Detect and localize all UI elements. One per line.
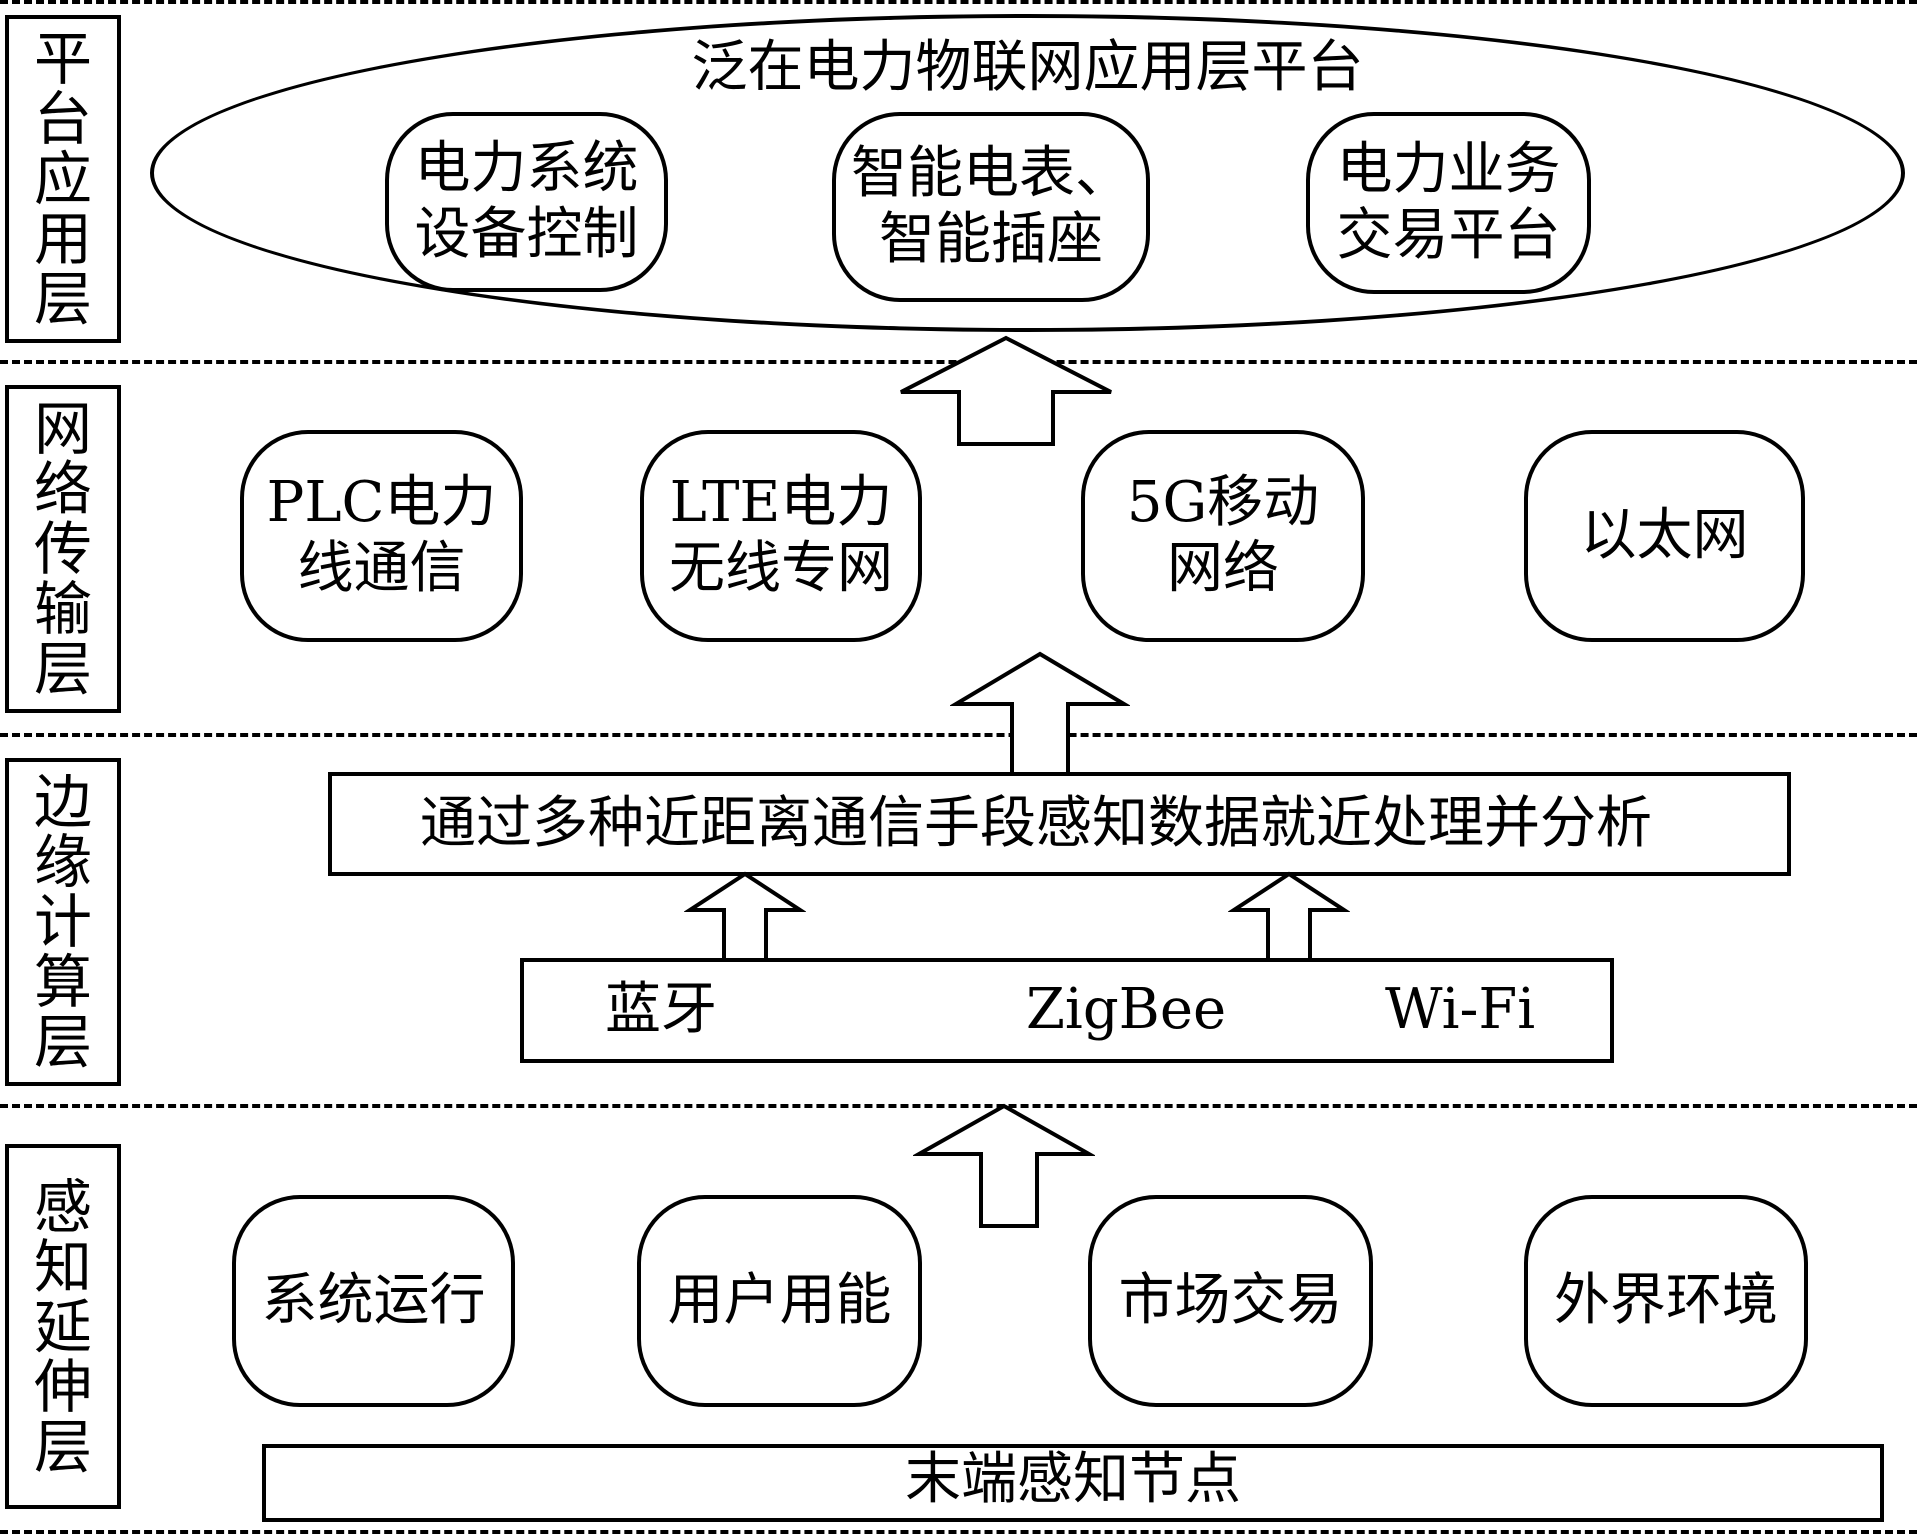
- perception-box-user-energy: 用户用能: [637, 1195, 922, 1407]
- protocols-box: [520, 958, 1614, 1063]
- protocol-wifi: Wi-Fi: [1385, 977, 1536, 1042]
- layer-label-edge-text: 边缘计算层: [33, 768, 92, 1076]
- network-box-ethernet-line1: 以太网: [1580, 503, 1749, 568]
- layer-label-perception-text: 感知延伸层: [33, 1172, 92, 1481]
- up-arrow-edge-to-network: [950, 651, 1130, 778]
- edge-process-text: 通过多种近距离通信手段感知数据就近处理并分析: [420, 791, 1652, 856]
- layer-label-network: 网络传输层: [5, 385, 121, 713]
- network-box-plc-line2: 线通信: [297, 536, 466, 601]
- platform-box-trading-line2: 交易平台: [1336, 203, 1561, 268]
- layer-divider-2: [0, 733, 1917, 737]
- network-box-5g: 5G移动 网络: [1081, 430, 1365, 642]
- platform-box-device-control-line2: 设备控制: [414, 202, 639, 267]
- perception-box-system-operation-text: 系统运行: [261, 1268, 486, 1333]
- perception-box-user-energy-text: 用户用能: [667, 1268, 892, 1333]
- network-box-lte: LTE电力 无线专网: [640, 430, 922, 642]
- up-arrow-protocols-left: [684, 871, 806, 962]
- layer-divider-3: [0, 1104, 1917, 1108]
- network-box-plc: PLC电力 线通信: [240, 430, 523, 642]
- terminal-node-text: 末端感知节点: [905, 1447, 1241, 1512]
- platform-title: 泛在电力物联网应用层平台: [691, 35, 1364, 100]
- network-box-5g-line1: 5G移动: [1126, 470, 1320, 535]
- platform-box-trading-line1: 电力业务: [1336, 137, 1561, 202]
- protocol-bluetooth: 蓝牙: [605, 977, 717, 1042]
- up-arrow-network-to-platform: [900, 335, 1112, 446]
- layer-divider-top: [0, 0, 1917, 4]
- perception-box-market-trading: 市场交易: [1088, 1195, 1373, 1407]
- terminal-node-box: [262, 1444, 1884, 1522]
- platform-box-smart-meter: 智能电表、 智能插座: [832, 112, 1150, 302]
- network-box-ethernet: 以太网: [1524, 430, 1805, 642]
- layer-label-platform-text: 平台应用层: [33, 25, 92, 333]
- platform-box-device-control: 电力系统 设备控制: [385, 112, 668, 292]
- platform-box-smart-meter-line1: 智能电表、: [851, 141, 1131, 206]
- perception-box-environment-text: 外界环境: [1554, 1268, 1778, 1333]
- network-box-lte-line2: 无线专网: [669, 536, 893, 601]
- network-box-plc-line1: PLC电力: [266, 470, 497, 535]
- network-box-lte-line1: LTE电力: [669, 470, 893, 535]
- up-arrow-protocols-right: [1228, 871, 1350, 962]
- layer-label-edge: 边缘计算层: [5, 758, 121, 1086]
- protocol-zigbee: ZigBee: [1026, 977, 1227, 1042]
- network-box-5g-line2: 网络: [1167, 536, 1279, 601]
- perception-box-market-trading-text: 市场交易: [1118, 1268, 1343, 1333]
- edge-process-box: [328, 772, 1791, 876]
- perception-box-system-operation: 系统运行: [232, 1195, 515, 1407]
- layer-label-network-text: 网络传输层: [33, 395, 92, 703]
- layer-label-perception: 感知延伸层: [5, 1144, 121, 1509]
- platform-box-device-control-line1: 电力系统: [414, 136, 639, 201]
- platform-ellipse: [150, 14, 1905, 332]
- perception-box-environment: 外界环境: [1524, 1195, 1808, 1407]
- platform-box-trading: 电力业务 交易平台: [1306, 112, 1591, 294]
- platform-box-smart-meter-line2: 智能插座: [879, 207, 1103, 272]
- up-arrow-perception-to-edge: [913, 1103, 1095, 1228]
- layer-divider-bottom: [0, 1530, 1917, 1534]
- layer-label-platform: 平台应用层: [5, 15, 121, 343]
